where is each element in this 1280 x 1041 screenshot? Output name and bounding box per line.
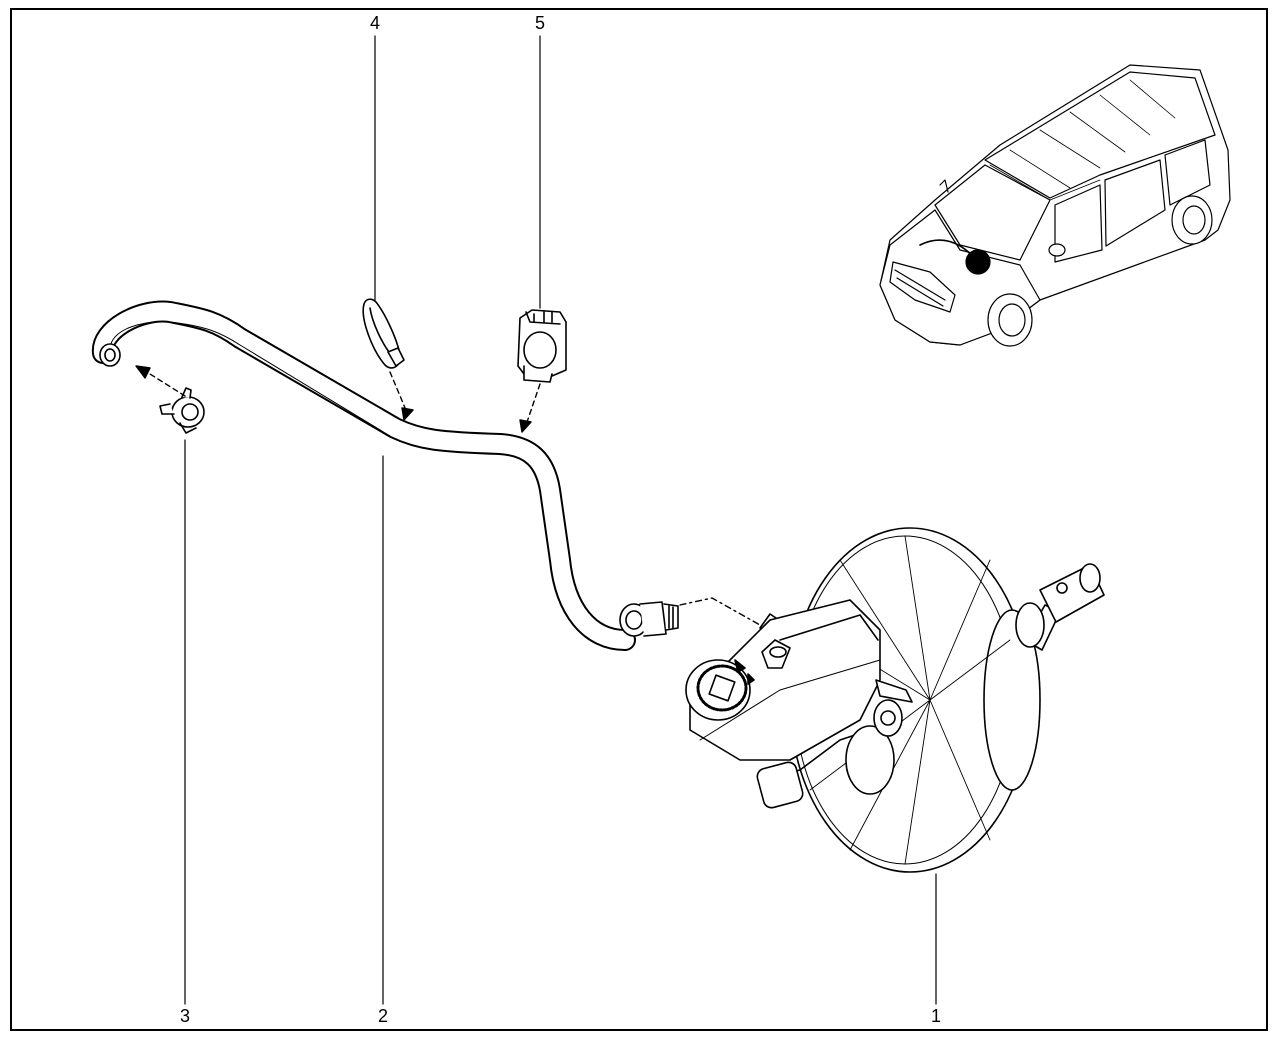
callout-1: 1 xyxy=(930,1006,941,1026)
callout-3: 3 xyxy=(179,1006,190,1026)
vacuum-hose xyxy=(92,300,679,651)
hose-clip-3 xyxy=(159,387,205,434)
hose-clip-4 xyxy=(362,298,405,369)
assembly-arrows xyxy=(135,365,761,626)
callout-2: 2 xyxy=(377,1006,388,1026)
leader-lines xyxy=(184,35,937,1005)
brake-servo-assembly xyxy=(685,527,1105,873)
hose-bracket-5 xyxy=(517,309,567,383)
callout-5: 5 xyxy=(534,13,545,33)
callout-4: 4 xyxy=(369,13,380,33)
vehicle-locator-illustration xyxy=(879,64,1231,347)
